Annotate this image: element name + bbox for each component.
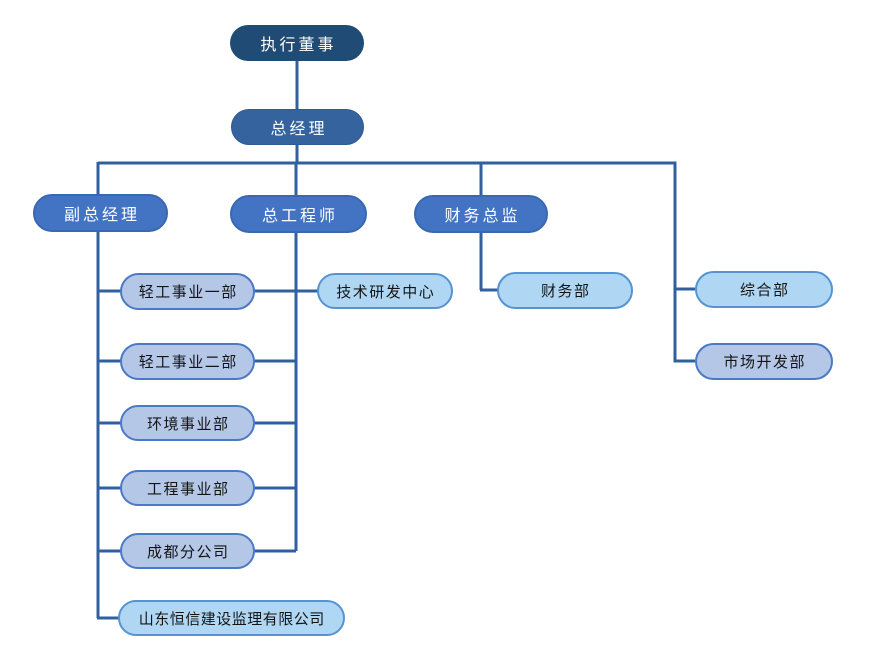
node-label: 技术研发中心 xyxy=(336,282,436,301)
node-label: 成都分公司 xyxy=(146,542,230,561)
node-environment-division[interactable]: 环境事业部 xyxy=(120,405,255,441)
node-label: 轻工事业二部 xyxy=(138,353,238,371)
node-shandong-hengxin-company[interactable]: 山东恒信建设监理有限公司 xyxy=(118,600,345,636)
node-deputy-general-manager[interactable]: 副总经理 xyxy=(33,194,168,232)
node-label: 山东恒信建设监理有限公司 xyxy=(138,609,325,628)
connector-chief-spine xyxy=(253,162,319,553)
node-chief-engineer[interactable]: 总工程师 xyxy=(230,195,367,233)
node-label: 轻工事业一部 xyxy=(138,283,238,301)
node-label: 财务总监 xyxy=(444,206,521,225)
node-label: 财务部 xyxy=(540,282,591,300)
node-general-affairs-dept[interactable]: 综合部 xyxy=(695,271,833,308)
connector-deputy-spine xyxy=(96,162,122,620)
node-finance-dept[interactable]: 财务部 xyxy=(497,272,633,309)
node-chengdu-branch[interactable]: 成都分公司 xyxy=(120,533,255,569)
node-executive-director[interactable]: 执行董事 xyxy=(230,25,364,61)
node-market-development-dept[interactable]: 市场开发部 xyxy=(695,343,833,380)
node-label: 执行董事 xyxy=(260,35,337,54)
node-general-manager[interactable]: 总经理 xyxy=(231,109,364,145)
node-label: 环境事业部 xyxy=(146,414,230,433)
node-finance-director[interactable]: 财务总监 xyxy=(414,195,548,233)
connector-main-bus-right-spine xyxy=(98,161,695,363)
node-label: 市场开发部 xyxy=(723,353,806,371)
node-light-industry-division-2[interactable]: 轻工事业二部 xyxy=(120,343,255,380)
node-label: 工程事业部 xyxy=(146,479,230,498)
node-engineering-division[interactable]: 工程事业部 xyxy=(120,470,255,506)
node-label: 总经理 xyxy=(270,119,328,138)
node-tech-rd-center[interactable]: 技术研发中心 xyxy=(317,273,453,309)
node-label: 副总经理 xyxy=(63,205,140,224)
node-label: 总工程师 xyxy=(261,206,338,225)
node-light-industry-division-1[interactable]: 轻工事业一部 xyxy=(120,273,255,310)
node-label: 综合部 xyxy=(739,281,790,299)
